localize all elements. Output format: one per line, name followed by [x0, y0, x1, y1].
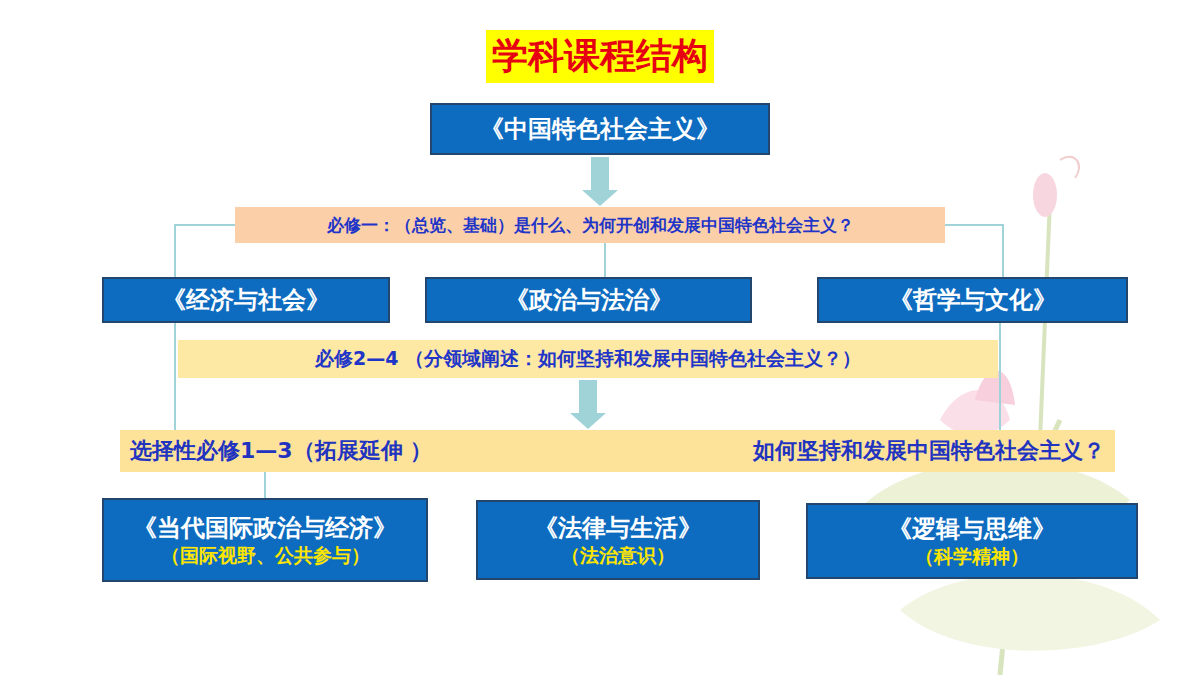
summary-band: 必修2—4 （分领域阐述：如何坚持和发展中国特色社会主义？）	[178, 340, 998, 378]
node-label: 《经济与社会》	[162, 285, 330, 315]
connector-line	[264, 472, 266, 498]
course-box: 《政治与法治》	[425, 277, 752, 323]
node-label: 《当代国际政治与经济》	[133, 513, 397, 543]
connector	[605, 243, 606, 277]
node-label: 必修2—4 （分领域阐述：如何坚持和发展中国特色社会主义？）	[315, 346, 861, 372]
connector	[945, 225, 1003, 277]
connector	[570, 380, 606, 429]
node-label: 选择性必修1—3（拓展延伸 ）	[130, 436, 432, 466]
course-box: 《逻辑与思维》（科学精神）	[806, 503, 1138, 579]
node-sublabel: （科学精神）	[915, 544, 1029, 569]
connector-line	[945, 225, 1003, 277]
connector-line	[174, 323, 176, 430]
connector	[582, 157, 618, 206]
connector	[175, 323, 176, 430]
node-label: 必修一：（总览、基础）是什么、为何开创和发展中国特色社会主义？	[327, 214, 854, 237]
connector	[1000, 323, 1001, 430]
summary-band: 必修一：（总览、基础）是什么、为何开创和发展中国特色社会主义？	[235, 207, 945, 243]
summary-band: 选择性必修1—3（拓展延伸 ） 如何坚持和发展中国特色社会主义？	[120, 430, 1115, 472]
connector	[175, 225, 235, 277]
course-box: 《哲学与文化》	[817, 277, 1128, 323]
flow-arrow	[582, 157, 618, 206]
course-box: 《当代国际政治与经济》（国际视野、公共参与）	[102, 498, 428, 582]
node-label: 《中国特色社会主义》	[480, 114, 720, 144]
node-label: 《逻辑与思维》	[888, 514, 1056, 544]
course-box: 《中国特色社会主义》	[430, 103, 770, 155]
connector	[265, 472, 266, 498]
course-box: 《法律与生活》（法治意识）	[476, 500, 760, 580]
node-sublabel: （国际视野、公共参与）	[161, 543, 370, 568]
connector-line	[999, 323, 1001, 430]
node-sublabel: 如何坚持和发展中国特色社会主义？	[753, 436, 1105, 466]
flow-arrow	[570, 380, 606, 429]
node-label: 《法律与生活》	[534, 513, 702, 543]
node-sublabel: （法治意识）	[561, 543, 675, 568]
node-label: 《哲学与文化》	[889, 285, 1057, 315]
connector-line	[604, 243, 606, 277]
connector-line	[175, 225, 235, 277]
course-box: 《经济与社会》	[102, 277, 390, 323]
node-label: 《政治与法治》	[505, 285, 673, 315]
title-text: 学科课程结构	[486, 30, 714, 83]
